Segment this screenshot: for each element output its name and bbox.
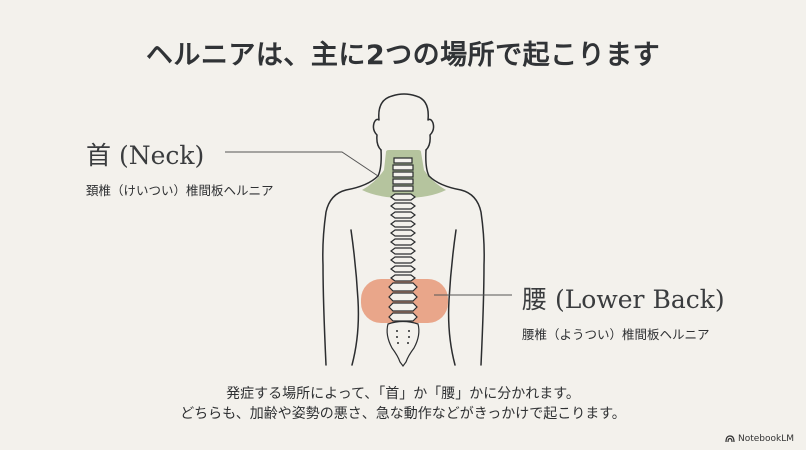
caption: 発症する場所によって、「首」か「腰」かに分かれます。 どちらも、加齢や姿勢の悪さ… bbox=[0, 384, 806, 424]
sacrum-dots bbox=[396, 330, 410, 344]
caption-line-1: 発症する場所によって、「首」か「腰」かに分かれます。 bbox=[226, 386, 580, 402]
spine bbox=[386, 157, 420, 367]
brand-label: NotebookLM bbox=[737, 434, 794, 444]
neck-region-description: 頚椎（けいつい）椎間板ヘルニア bbox=[86, 183, 274, 198]
page-title: ヘルニアは、主に2つの場所で起こります bbox=[145, 40, 661, 71]
branding: NotebookLM bbox=[725, 434, 794, 444]
lower-back-label: 腰 (Lower Back) 腰椎（ようつい）椎間板ヘルニア bbox=[522, 280, 725, 343]
neck-label: 首 (Neck) 頚椎（けいつい）椎間板ヘルニア bbox=[86, 136, 274, 199]
caption-line-2: どちらも、加齢や姿勢の悪さ、急な動作などがきっかけで起こります。 bbox=[180, 406, 626, 422]
lower-back-region-name: 腰 (Lower Back) bbox=[522, 285, 725, 314]
neck-leader-line bbox=[225, 151, 379, 177]
notebooklm-logo-icon bbox=[725, 435, 735, 443]
lower-back-region-description: 腰椎（ようつい）椎間板ヘルニア bbox=[522, 327, 710, 342]
neck-region-name: 首 (Neck) bbox=[86, 141, 205, 170]
